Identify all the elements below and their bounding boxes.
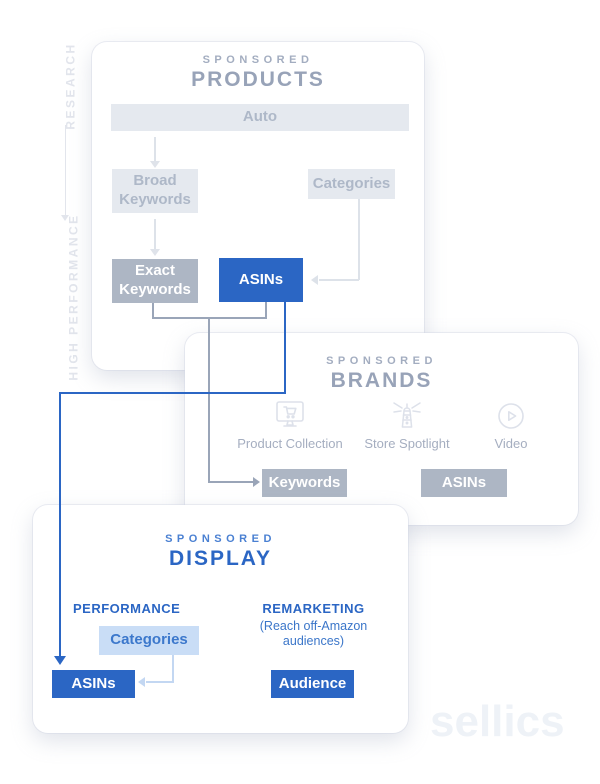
connector-broad-exact bbox=[154, 219, 156, 249]
connector-bracket-left-stub bbox=[152, 303, 154, 318]
categories-box-products: Categories bbox=[308, 169, 395, 199]
remarketing-note: (Reach off-Amazon audiences) bbox=[259, 619, 368, 648]
brands-eyebrow: SPONSORED bbox=[326, 355, 437, 367]
arrowhead-auto-broad-icon bbox=[150, 161, 160, 168]
connector-to-keywords-v bbox=[208, 317, 210, 482]
format-store-spotlight: Store Spotlight bbox=[347, 399, 467, 451]
connector-bracket-bar bbox=[152, 317, 267, 319]
auto-targeting-box: Auto bbox=[111, 104, 409, 131]
exact-keywords-box: Exact Keywords bbox=[112, 259, 198, 303]
asins-box-brands: ASINs bbox=[421, 469, 507, 497]
format-label: Product Collection bbox=[237, 436, 343, 451]
format-video: Video bbox=[461, 401, 561, 451]
keywords-box-brands: Keywords bbox=[262, 469, 347, 497]
connector-bracket-right-stub bbox=[265, 302, 267, 318]
connector-categories-asins-display-h bbox=[146, 681, 174, 683]
asins-box-products: ASINs bbox=[219, 258, 303, 302]
play-circle-icon bbox=[461, 401, 561, 431]
display-title: DISPLAY bbox=[168, 547, 273, 570]
monitor-cart-icon bbox=[230, 399, 350, 431]
connector-to-keywords-h bbox=[208, 481, 253, 483]
sponsored-display-card: SPONSORED DISPLAY PERFORMANCE REMARKETIN… bbox=[33, 505, 408, 733]
categories-box-display: Categories bbox=[99, 626, 199, 655]
connector-categories-asins-v bbox=[358, 199, 360, 280]
format-product-collection: Product Collection bbox=[230, 399, 350, 451]
asins-box-display: ASINs bbox=[52, 670, 135, 698]
format-label: Video bbox=[494, 436, 528, 451]
sponsored-products-card: SPONSORED PRODUCTS Auto Broad Keywords C… bbox=[92, 42, 424, 370]
arrowhead-asins-blue-icon bbox=[54, 656, 66, 665]
broad-keywords-box: Broad Keywords bbox=[112, 169, 198, 213]
arrowhead-categories-asins-display-icon bbox=[138, 677, 145, 687]
sellics-logo: sellics bbox=[430, 697, 565, 746]
remarketing-heading: REMARKETING bbox=[262, 601, 365, 616]
connector-asins-blue-v2 bbox=[59, 392, 61, 656]
display-eyebrow: SPONSORED bbox=[165, 533, 276, 545]
brands-title: BRANDS bbox=[330, 369, 433, 392]
connector-asins-blue-v1 bbox=[284, 302, 286, 393]
sponsored-brands-card: SPONSORED BRANDS Product Collection bbox=[185, 333, 578, 525]
arrowhead-broad-exact-icon bbox=[150, 249, 160, 256]
connector-asins-blue-h bbox=[59, 392, 286, 394]
performance-heading: PERFORMANCE bbox=[73, 601, 181, 616]
research-axis-label: RESEARCH bbox=[63, 42, 78, 130]
connector-auto-broad bbox=[154, 137, 156, 161]
axis-arrowhead-icon bbox=[61, 215, 69, 221]
arrowhead-categories-asins-icon bbox=[311, 275, 318, 285]
products-eyebrow: SPONSORED bbox=[202, 54, 314, 66]
arrowhead-to-keywords-icon bbox=[253, 477, 260, 487]
lighthouse-icon bbox=[347, 399, 467, 431]
axis-line bbox=[65, 125, 66, 215]
audience-box-display: Audience bbox=[271, 670, 354, 698]
products-title: PRODUCTS bbox=[191, 68, 325, 91]
connector-categories-asins-display-v bbox=[172, 655, 174, 683]
connector-categories-asins-h bbox=[319, 279, 359, 281]
format-label: Store Spotlight bbox=[364, 436, 450, 451]
high-performance-axis-label: HIGH PERFORMANCE bbox=[66, 213, 81, 381]
